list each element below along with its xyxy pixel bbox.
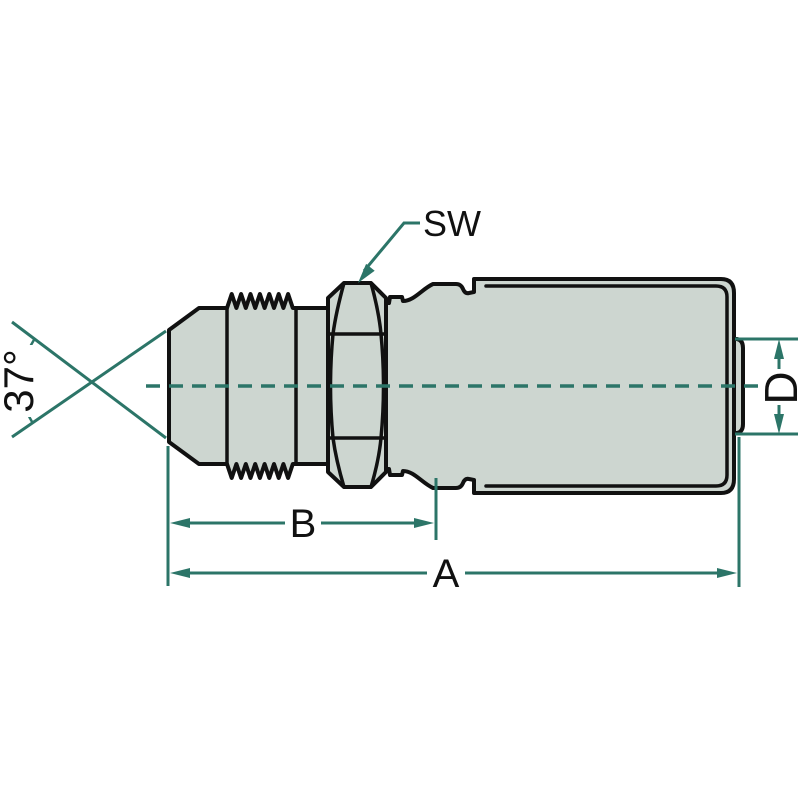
pipe-stub bbox=[732, 337, 745, 435]
dim-b-arrow-left bbox=[170, 518, 190, 528]
wrench-size-annotation: SW bbox=[358, 203, 481, 283]
sw-leader-arrowhead bbox=[358, 263, 375, 283]
angle-label: 37° bbox=[0, 349, 42, 413]
dim-d-arrow-down bbox=[774, 414, 784, 434]
dimension-b: B bbox=[170, 478, 438, 546]
cone-angle-annotation: 37° bbox=[0, 320, 167, 440]
angle-label-mask bbox=[0, 345, 37, 417]
dim-b-label: B bbox=[290, 502, 317, 546]
dim-d-arrow-up bbox=[774, 339, 784, 359]
dim-a-arrow-left bbox=[170, 568, 190, 578]
dim-a-label: A bbox=[433, 552, 460, 596]
wrench-size-label: SW bbox=[423, 203, 481, 244]
dim-a-arrow-right bbox=[717, 568, 737, 578]
dimension-a: A bbox=[166, 437, 741, 596]
sw-leader-line bbox=[362, 221, 420, 272]
cone-angle-lines bbox=[11, 320, 167, 440]
dim-d-label: D bbox=[755, 371, 800, 404]
dimension-d: D bbox=[735, 337, 800, 436]
dim-b-arrow-right bbox=[414, 518, 434, 528]
